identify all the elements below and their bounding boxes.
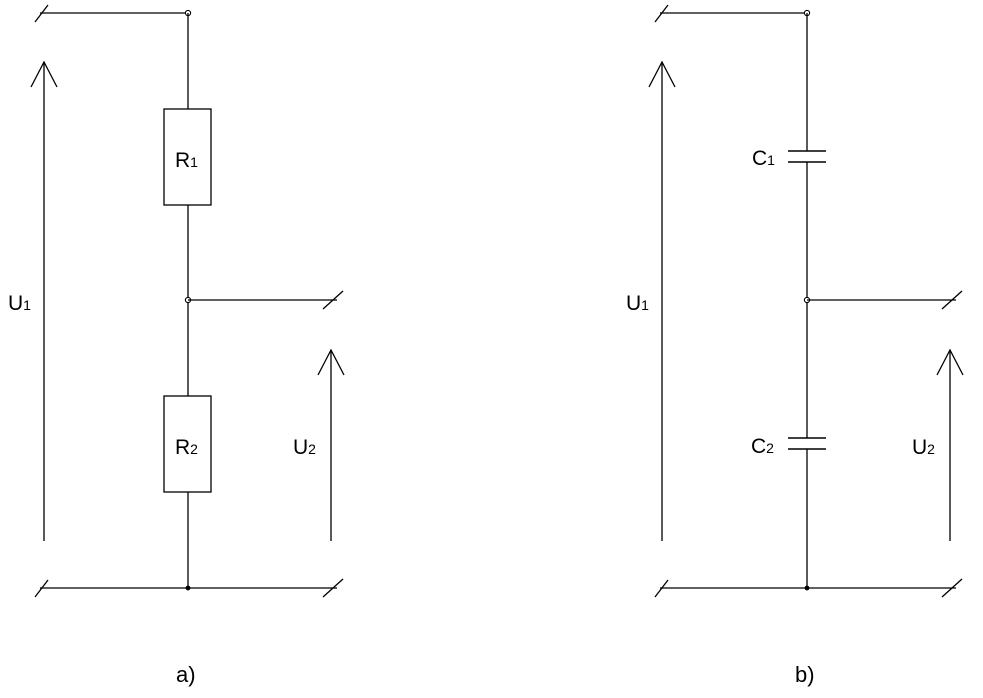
circuit-b: C1 C2 U1 U2 b): [626, 4, 964, 687]
resistor-r2: [163, 395, 212, 493]
circuit-b-u1-label: U1: [626, 292, 649, 315]
circuit-b-u2-label: U2: [912, 436, 935, 459]
circuit-a-u2-arrow-head: [317, 348, 345, 376]
circuit-a-u2-label: U2: [293, 436, 316, 459]
circuit-b-u2-arrow-head: [936, 348, 964, 376]
circuit-a-u1-arrow-head: [30, 60, 58, 88]
r1-label: R1: [175, 149, 198, 172]
circuit-a-u1-label: U1: [8, 292, 31, 315]
circuit-a: R1 R2 U1 U2 a): [8, 4, 345, 687]
c1-label: C1: [752, 147, 775, 170]
r2-label: R2: [175, 436, 198, 459]
circuit-b-bottom-left-tick: [654, 579, 669, 598]
circuit-a-bottom-node: [185, 585, 191, 591]
circuit-b-u1-arrow-head: [648, 60, 676, 88]
circuit-b-top-terminal-tick: [654, 4, 669, 23]
circuit-b-bottom-right-tick: [941, 578, 963, 598]
circuit-b-bottom-node: [804, 585, 810, 591]
circuit-b-caption: b): [795, 662, 815, 687]
c2-label: C2: [751, 435, 774, 458]
circuit-a-bottom-right-tick: [322, 578, 344, 598]
circuit-a-top-terminal-tick: [34, 4, 49, 23]
circuit-a-output-terminal-tick: [322, 290, 344, 310]
circuit-a-caption: a): [176, 662, 196, 687]
circuit-a-bottom-left-tick: [34, 579, 49, 598]
circuit-b-output-terminal-tick: [941, 290, 963, 310]
